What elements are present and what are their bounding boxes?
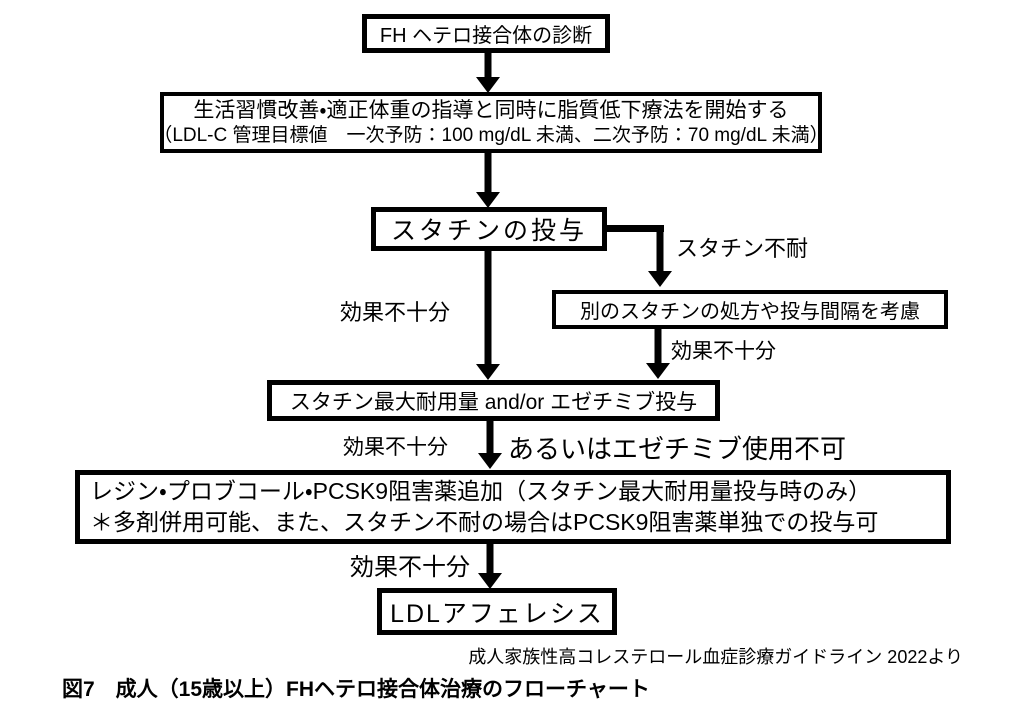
node-alt-statin: 別のスタチンの処方や投与間隔を考慮	[552, 290, 948, 329]
node-add-drugs-line1: レジン・プロブコール・PCSK9阻害薬追加（スタチン最大耐用量投与時のみ）	[90, 478, 872, 504]
edge-label-insufficient-effect-1: 効果不十分	[340, 300, 451, 325]
arrow-shaft	[484, 52, 492, 79]
source-note: 成人家族性高コレステロール血症診療ガイドライン 2022より	[468, 647, 963, 667]
arrow-add-drugs-to-apheresis	[478, 544, 502, 589]
node-lifestyle-therapy: 生活習慣改善・適正体重の指導と同時に脂質低下療法を開始する （LDL-C 管理目…	[153, 92, 829, 153]
arrow-shaft	[484, 251, 492, 366]
node-lifestyle-line1: 生活習慣改善・適正体重の指導と同時に脂質低下療法を開始する	[193, 98, 789, 122]
node-fh-diagnosis: FH ヘテロ接合体の診断	[362, 14, 610, 53]
arrow-shaft	[654, 329, 662, 365]
arrow-head-icon	[648, 271, 672, 287]
arrow-statin-to-alt-statin	[648, 225, 672, 287]
arrow-statin-to-max-tolerated	[476, 251, 500, 380]
arrow-shaft	[486, 421, 494, 455]
edge-label-insufficient-effect-2: 効果不十分	[671, 340, 776, 363]
edge-label-insufficient-effect-3: 効果不十分	[343, 436, 448, 459]
arrow-lifestyle-to-statin	[476, 153, 500, 208]
node-add-drugs: レジン・プロブコール・PCSK9阻害薬追加（スタチン最大耐用量投与時のみ） ＊多…	[75, 470, 951, 544]
arrow-head-icon	[478, 453, 502, 469]
node-max-tolerated-label: スタチン最大耐用量 and/or エゼチミブ投与	[289, 390, 698, 414]
edge-label-insufficient-effect-4: 効果不十分	[350, 554, 470, 581]
figure-caption: 図7 成人（15歳以上）FHヘテロ接合体治療のフローチャート	[62, 678, 650, 701]
node-ldl-apheresis: LDLアフェレシス	[377, 588, 617, 635]
node-ldl-apheresis-label: LDLアフェレシス	[390, 599, 604, 628]
node-statin-label: スタチンの投与	[390, 217, 587, 245]
arrow-alt-statin-to-max-tolerated	[646, 329, 670, 379]
node-alt-statin-label: 別のスタチンの処方や投与間隔を考慮	[580, 301, 920, 323]
arrow-diagnosis-to-lifestyle	[476, 52, 500, 93]
arrow-shaft	[486, 544, 494, 575]
arrow-head-icon	[476, 364, 500, 380]
arrow-head-icon	[476, 192, 500, 208]
arrow-head-icon	[476, 77, 500, 93]
node-max-tolerated: スタチン最大耐用量 and/or エゼチミブ投与	[267, 380, 720, 421]
arrow-shaft	[484, 153, 492, 194]
connector-statin-intolerance-horizontal	[603, 225, 664, 232]
node-add-drugs-line2: ＊多剤併用可能、また、スタチン不耐の場合はPCSK9阻害薬単独での投与可	[90, 509, 879, 535]
edge-label-or-ezetimibe-unusable: あるいはエゼチミブ使用不可	[508, 434, 847, 464]
arrow-max-tolerated-to-add-drugs	[478, 421, 502, 469]
edge-label-statin-intolerance: スタチン不耐	[676, 236, 809, 261]
node-statin: スタチンの投与	[371, 207, 607, 251]
arrow-head-icon	[646, 363, 670, 379]
node-lifestyle-line2: （LDL-C 管理目標値 一次予防：100 mg/dL 未満、二次予防：70 m…	[153, 124, 829, 146]
node-fh-diagnosis-label: FH ヘテロ接合体の診断	[379, 25, 593, 47]
arrow-head-icon	[478, 573, 502, 589]
arrow-shaft	[656, 225, 664, 273]
